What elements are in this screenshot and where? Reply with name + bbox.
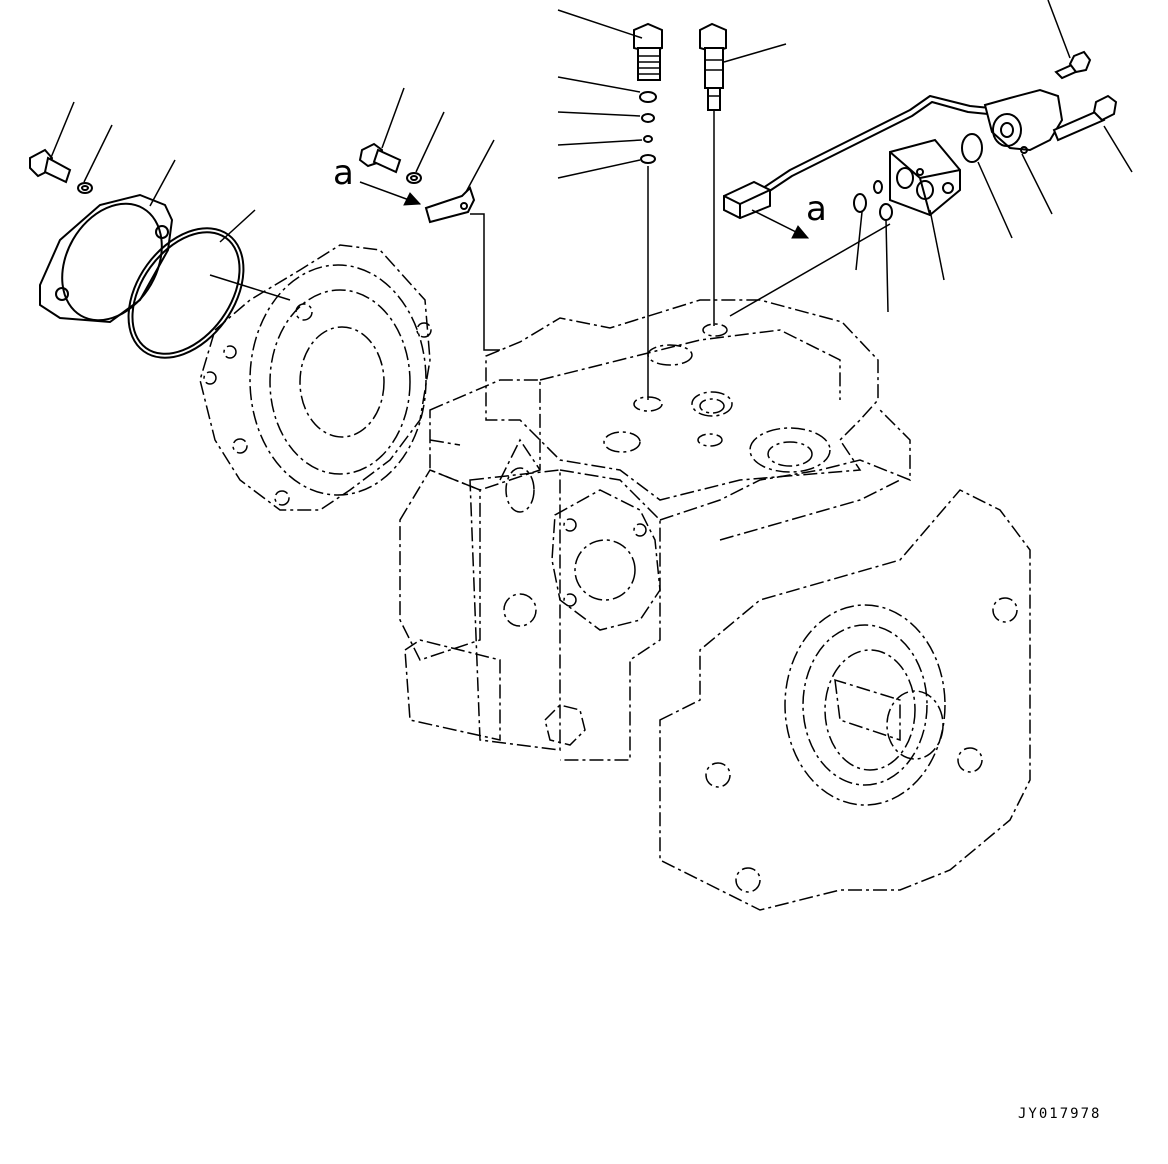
view-label-left: a xyxy=(333,153,354,193)
leader-lines xyxy=(49,0,1133,313)
seal-rings xyxy=(639,91,657,164)
flange-plate xyxy=(39,193,174,324)
valve-cartridge xyxy=(699,22,727,111)
o-ring-valve xyxy=(961,133,983,163)
clamp-bracket xyxy=(424,186,476,224)
bolt-bracket xyxy=(358,142,402,174)
pump-body xyxy=(399,299,1031,911)
valve-block xyxy=(889,138,961,217)
view-arrow-left xyxy=(359,181,422,206)
view-arrow-right xyxy=(751,209,810,239)
o-rings-small xyxy=(853,180,893,221)
view-label-right: a xyxy=(806,189,827,229)
washer-left xyxy=(77,182,93,194)
plug xyxy=(633,22,663,81)
solenoid-harness xyxy=(723,95,991,220)
solenoid-valve xyxy=(983,88,1064,154)
rear-cover xyxy=(199,244,461,511)
bolt-upper-right xyxy=(1054,50,1092,80)
bolt-long xyxy=(1052,94,1118,142)
drawing-code: JY017978 xyxy=(1018,1106,1101,1122)
center-lines xyxy=(209,110,891,400)
washer-bracket xyxy=(406,172,422,184)
bolt-left xyxy=(29,148,72,184)
